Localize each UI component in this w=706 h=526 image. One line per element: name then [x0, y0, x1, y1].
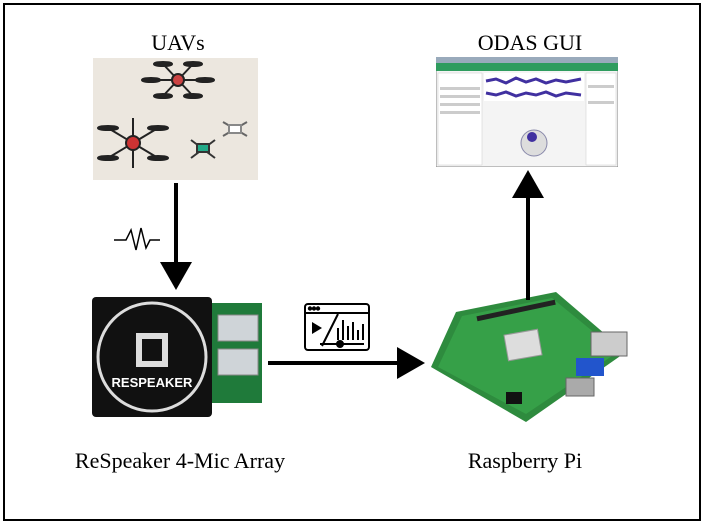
odas-gui-label: ODAS GUI	[477, 30, 583, 55]
respeaker-board: RESPEAKER	[92, 297, 262, 417]
respeaker-board-text: RESPEAKER	[112, 375, 194, 390]
sound-wave-icon	[114, 227, 160, 251]
odas-gui-screenshot	[436, 57, 618, 167]
audio-data-icon	[304, 303, 370, 351]
uavs-photo	[93, 58, 258, 180]
uavs-label: UAVs	[151, 30, 205, 55]
diagram-frame	[3, 3, 701, 521]
drone-icon	[141, 61, 215, 99]
respeaker-label: ReSpeaker 4-Mic Array	[74, 448, 286, 473]
raspberry-pi-board	[431, 292, 628, 422]
raspberry-pi-label: Raspberry Pi	[467, 448, 583, 473]
